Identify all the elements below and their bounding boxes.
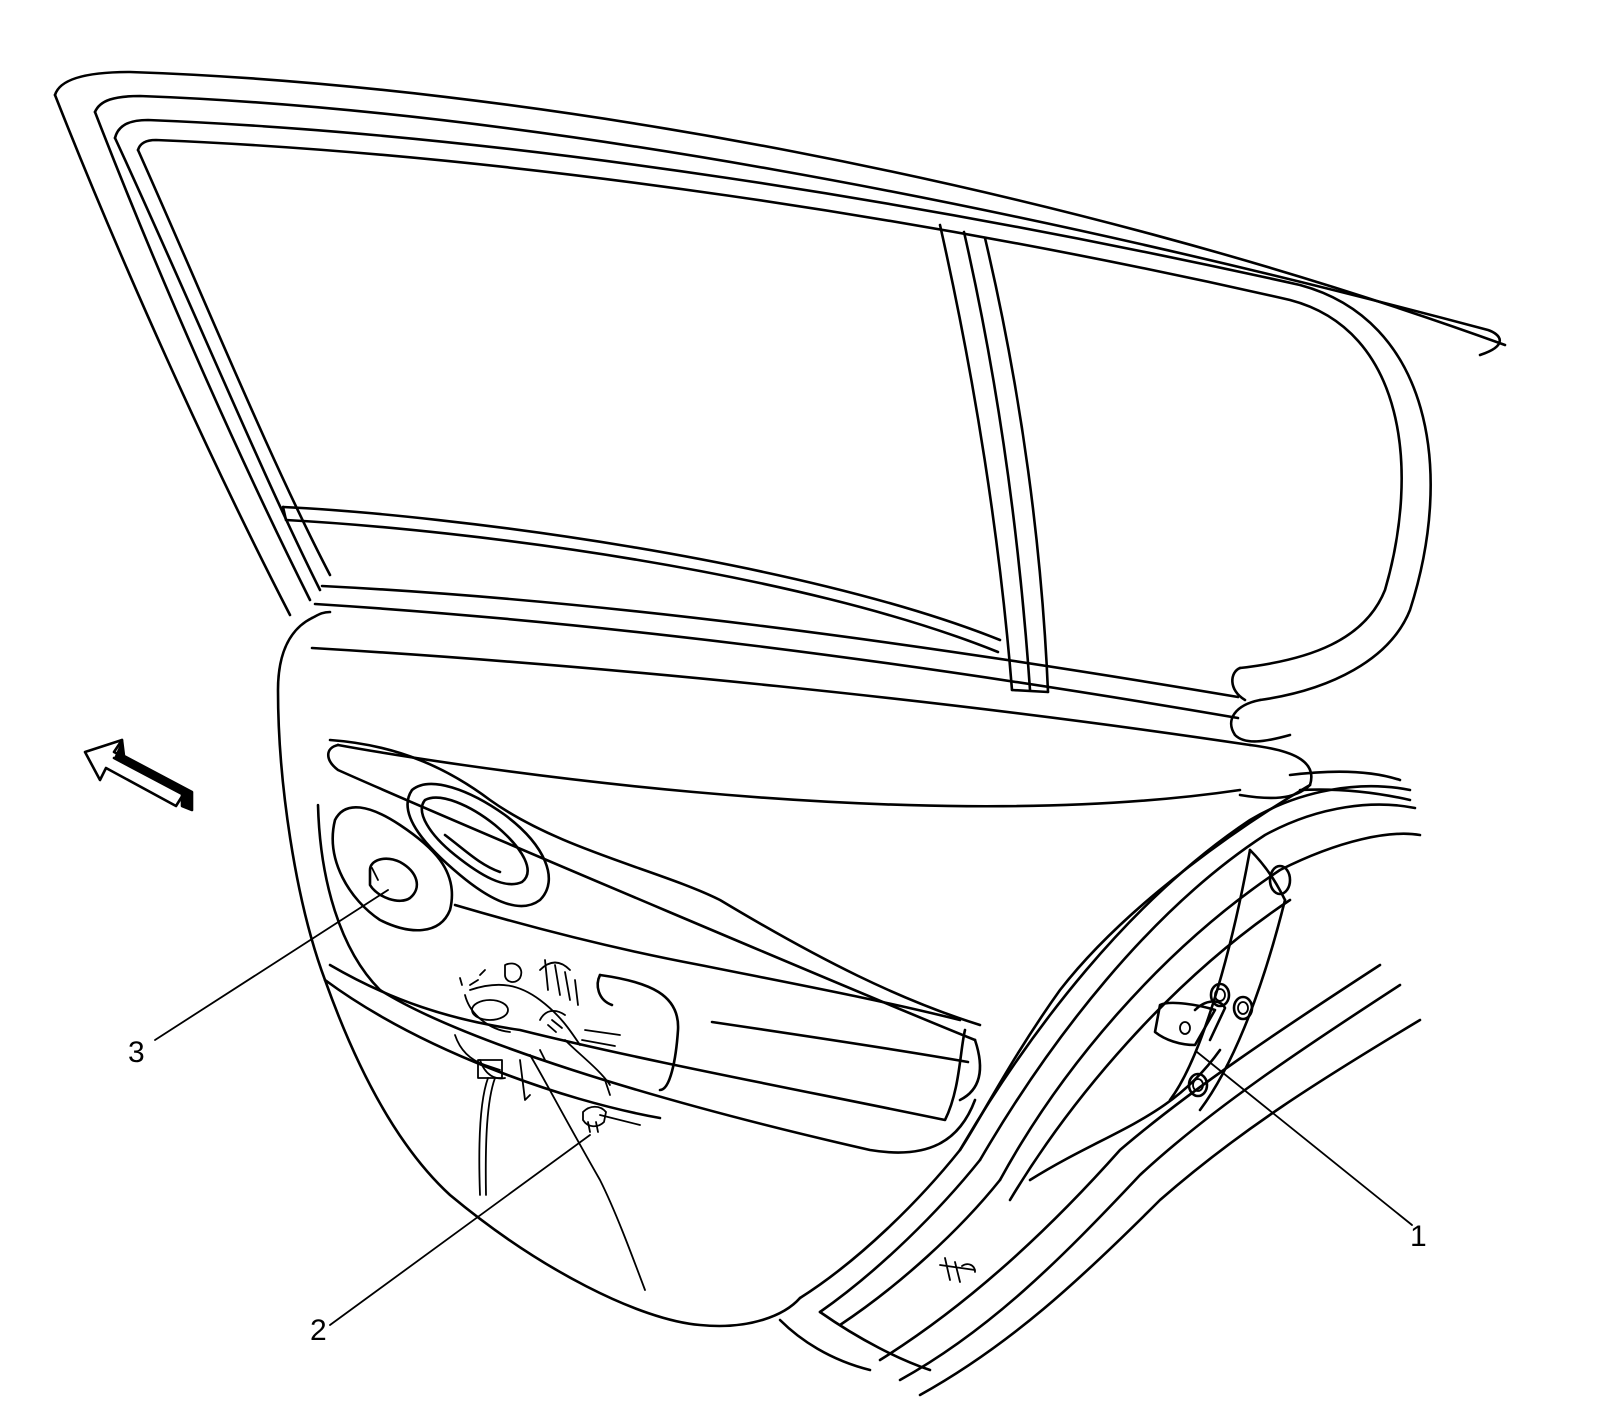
callout-leaders xyxy=(154,889,1413,1326)
door-shell xyxy=(778,770,1422,1397)
belt-line-molding xyxy=(310,584,1252,747)
center-division-channel xyxy=(938,223,1050,694)
upper-trim-line xyxy=(328,738,982,1027)
callout-1-label: 1 xyxy=(1410,1220,1427,1253)
callout-2-leader xyxy=(329,1134,591,1326)
door-trim-panel xyxy=(276,610,1313,1328)
door-frame-outline xyxy=(53,70,1507,617)
pull-handle-bezel xyxy=(406,782,551,908)
lock-switch-bezel xyxy=(331,806,454,932)
callout-3-leader xyxy=(154,889,389,1041)
hinge-pillar xyxy=(1153,848,1292,1112)
reflector-pocket xyxy=(596,973,680,1092)
latch-mechanism xyxy=(454,959,646,1291)
fastener-2 xyxy=(582,1105,641,1133)
front-direction-arrow-icon xyxy=(83,738,194,812)
window-glass xyxy=(281,505,1002,654)
window-run-channel xyxy=(113,118,1432,743)
door-check-link xyxy=(939,1257,976,1283)
callout-2-label: 2 xyxy=(310,1314,327,1347)
callout-1-leader xyxy=(1196,1051,1413,1226)
armrest xyxy=(316,743,1242,1154)
callout-3-label: 3 xyxy=(128,1036,145,1069)
